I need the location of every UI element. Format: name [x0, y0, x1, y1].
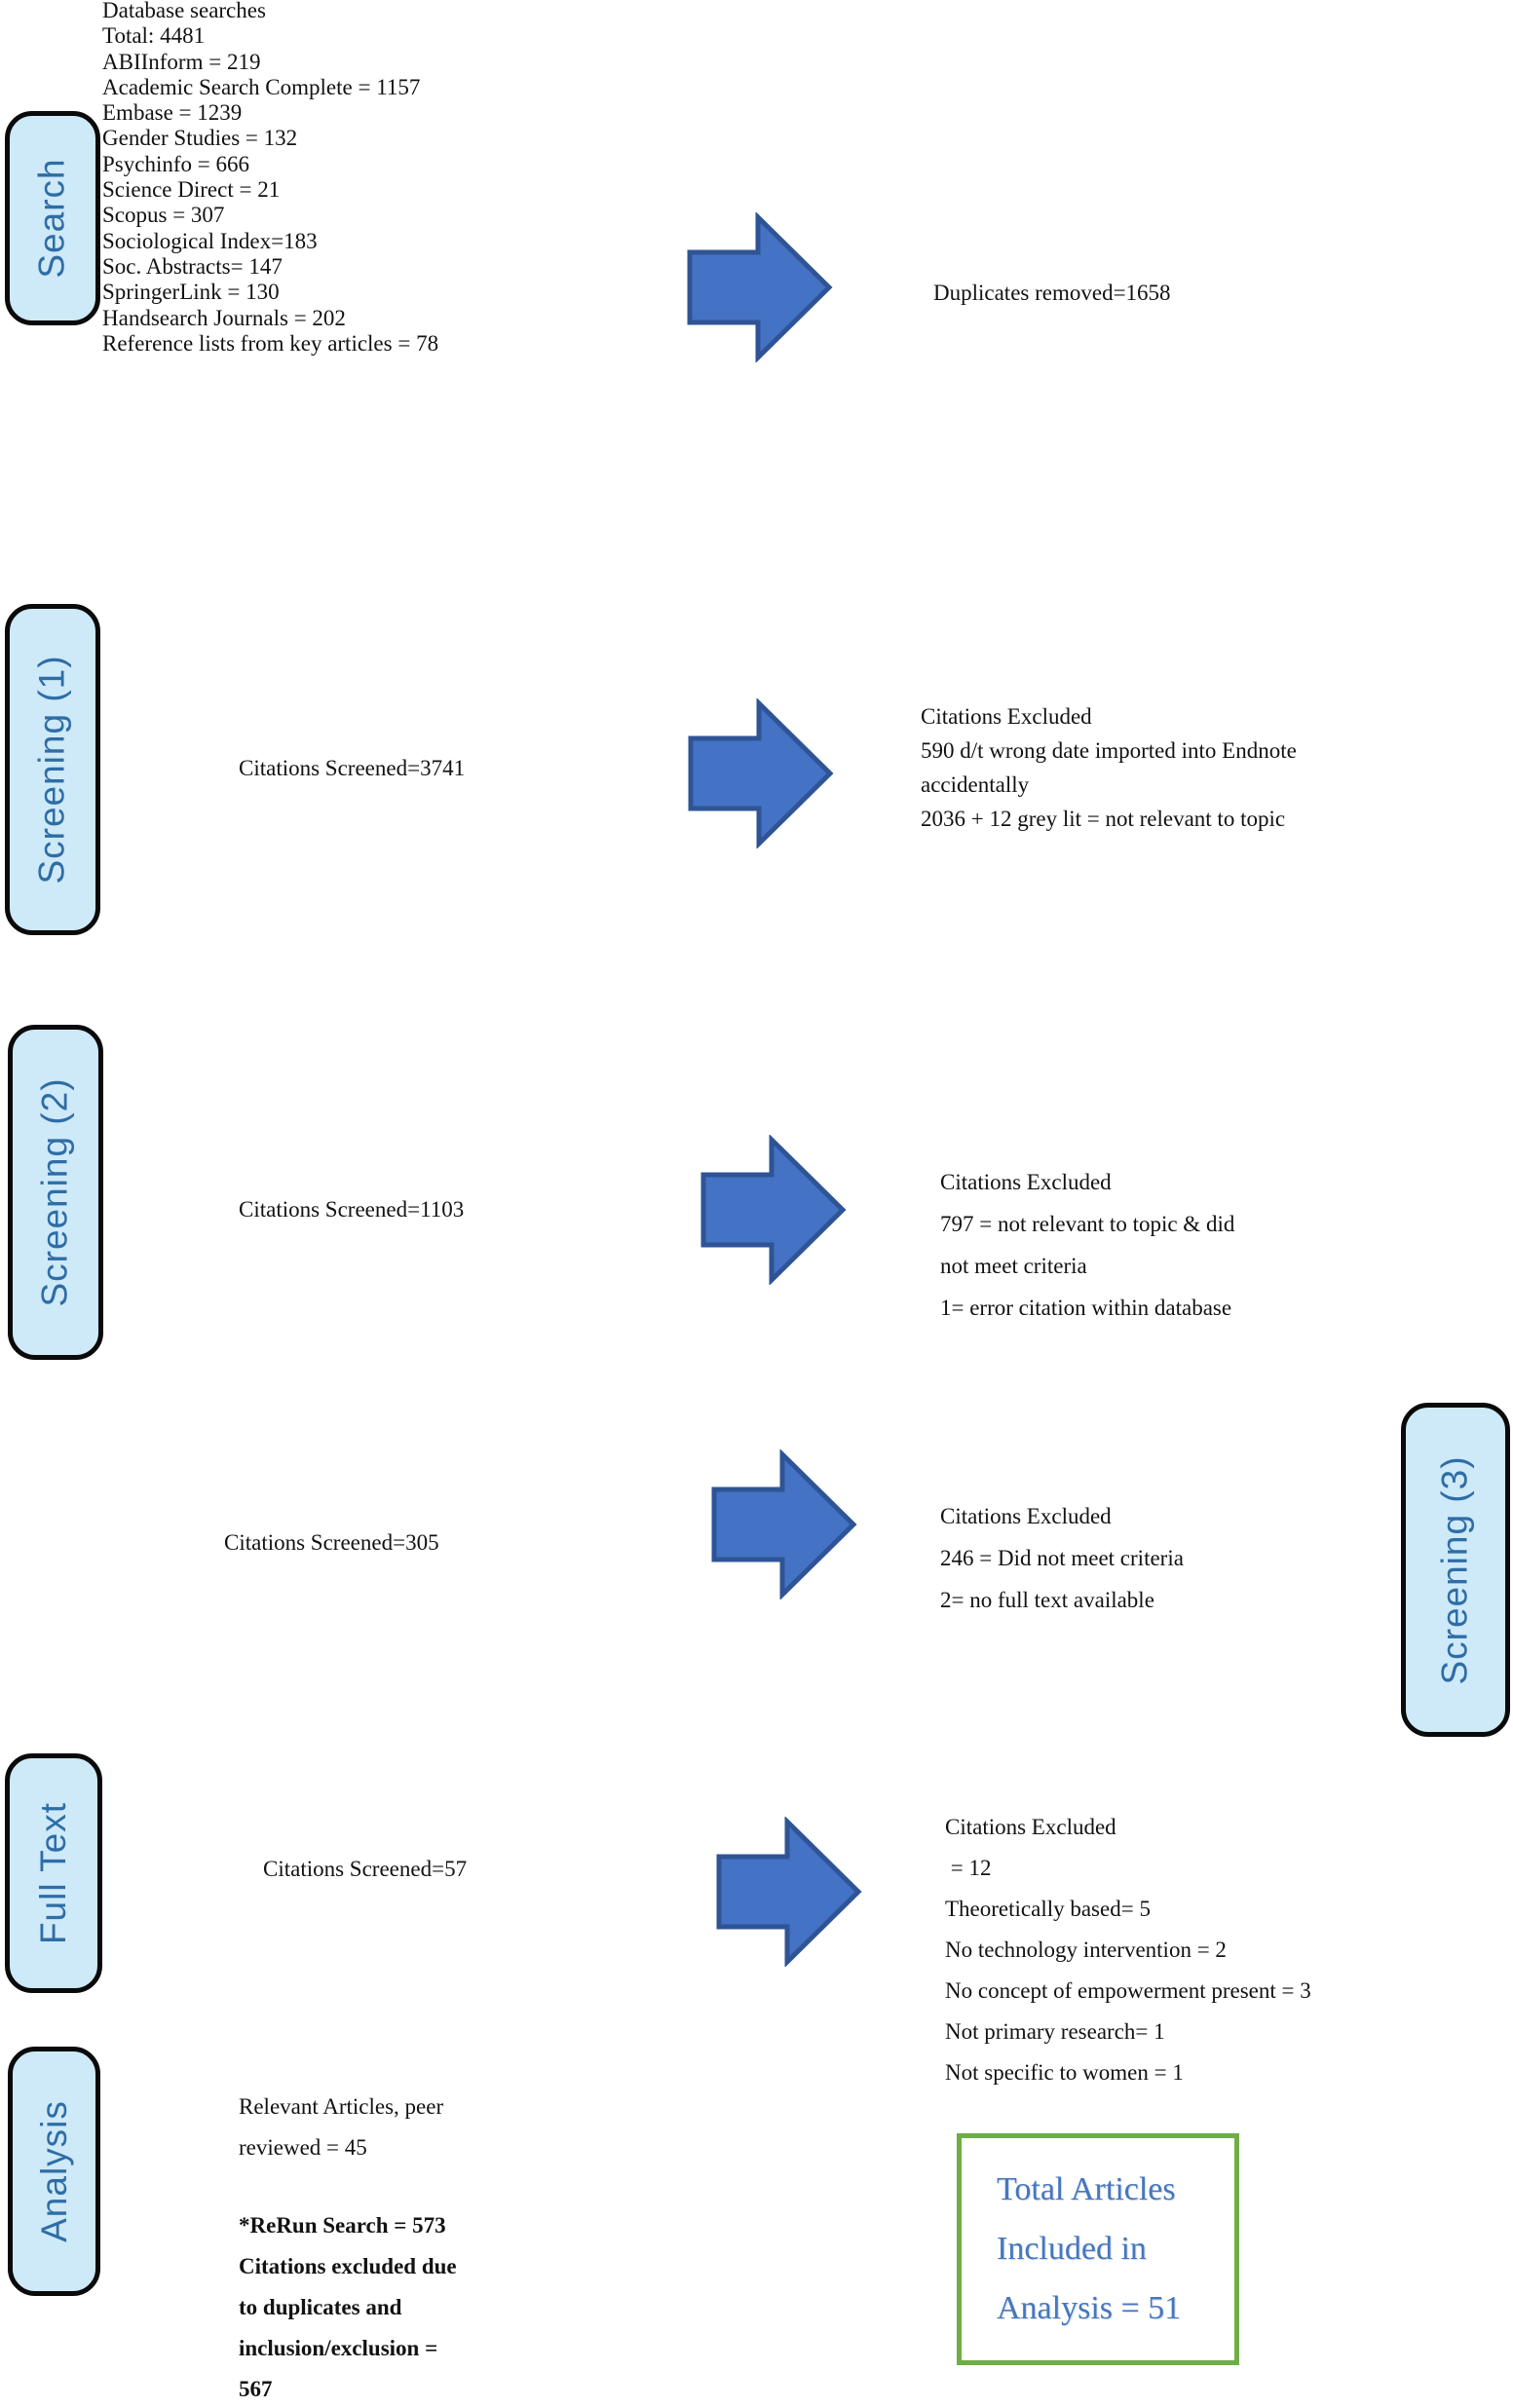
diagram-text-line: Theoretically based= 5	[945, 1897, 1151, 1921]
diagram-text-line: Gender Studies = 132	[102, 126, 298, 151]
diagram-text-line: Citations Excluded	[940, 1170, 1112, 1194]
flow-arrow-right-icon	[687, 212, 833, 362]
flow-arrow-right-icon	[688, 698, 834, 848]
stage-label-analysis: Analysis	[8, 2047, 100, 2296]
diagram-text-line: Reference lists from key articles = 78	[102, 330, 439, 356]
diagram-text-line: No technology intervention = 2	[945, 1938, 1227, 1962]
diagram-text-line: 567	[239, 2377, 273, 2401]
stage-label-full-text: Full Text	[5, 1753, 102, 1993]
diagram-text-line: Citations Excluded	[940, 1504, 1112, 1528]
citations-screened-2-note: Citations Screened=1103	[239, 1197, 465, 1222]
diagram-text-line: Total Articles	[997, 2171, 1176, 2207]
stage-label-screening-2-text: Screening (2)	[35, 1077, 76, 1307]
diagram-text-line: 1= error citation within database	[940, 1296, 1232, 1320]
diagram-text-line: Analysis = 51	[997, 2290, 1182, 2326]
stage-label-search-text: Search	[32, 158, 73, 279]
diagram-text-line: Handsearch Journals = 202	[102, 305, 346, 330]
diagram-text-line: Scopus = 307	[102, 203, 225, 228]
diagram-text-line: 590 d/t wrong date imported into Endnote	[921, 738, 1297, 763]
diagram-text-line: Relevant Articles, peer	[239, 2094, 444, 2119]
diagram-text-line: Not specific to women = 1	[945, 2060, 1184, 2085]
stage-label-analysis-text: Analysis	[33, 2100, 74, 2242]
diagram-text-line: *ReRun Search = 573	[239, 2213, 446, 2238]
relevant-articles-note: Relevant Articles, peer reviewed = 45	[239, 2087, 443, 2168]
stage-label-screening-2: Screening (2)	[8, 1025, 103, 1360]
citations-screened-3-note: Citations Screened=305	[224, 1530, 439, 1555]
citations-excluded-3-block: Citations Excluded 246 = Did not meet cri…	[940, 1495, 1184, 1621]
citations-excluded-full-text-block: Citations Excluded = 12 Theoretically bas…	[945, 1807, 1311, 2093]
diagram-text-line: inclusion/exclusion =	[239, 2336, 438, 2360]
stage-label-screening-1: Screening (1)	[5, 604, 100, 935]
stage-label-search: Search	[5, 111, 100, 325]
diagram-text-line: 797 = not relevant to topic & did	[940, 1212, 1235, 1236]
diagram-text-line: SpringerLink = 130	[102, 280, 280, 305]
diagram-text-line: accidentally	[921, 772, 1030, 797]
flow-arrow-right-icon	[700, 1135, 847, 1285]
diagram-text-line: = 12	[945, 1856, 992, 1880]
diagram-text-line: 2036 + 12 grey lit = not relevant to top…	[921, 807, 1286, 831]
diagram-text-line: Psychinfo = 666	[102, 151, 249, 176]
diagram-text-line: 2= no full text available	[940, 1588, 1154, 1612]
diagram-text-line: 246 = Did not meet criteria	[940, 1546, 1184, 1570]
citations-excluded-1-block: Citations Excluded 590 d/t wrong date imp…	[921, 699, 1297, 836]
diagram-text-line: Citations Excluded	[921, 704, 1092, 729]
diagram-text-line: to duplicates and	[239, 2295, 402, 2319]
diagram-text-line: Total: 4481	[102, 23, 206, 49]
citations-screened-1-note: Citations Screened=3741	[239, 756, 466, 780]
diagram-text-line: No concept of empowerment present = 3	[945, 1978, 1311, 2003]
diagram-text-line: Academic Search Complete = 1157	[102, 74, 421, 99]
flow-arrow-right-icon	[711, 1449, 857, 1599]
diagram-text-line: Sociological Index=183	[102, 228, 318, 253]
diagram-text-line: Database searches	[102, 0, 266, 22]
stage-label-screening-3: Screening (3)	[1401, 1403, 1510, 1737]
diagram-text-line: ABIInform = 219	[102, 49, 261, 74]
diagram-text-line: reviewed = 45	[239, 2135, 367, 2160]
diagram-text-line: Embase = 1239	[102, 100, 243, 126]
citations-excluded-2-block: Citations Excluded 797 = not relevant to …	[940, 1161, 1234, 1329]
stage-label-screening-3-text: Screening (3)	[1435, 1454, 1476, 1685]
duplicates-removed-note: Duplicates removed=1658	[933, 281, 1171, 305]
diagram-text-line: Citations excluded due	[239, 2254, 457, 2278]
stage-label-full-text-text: Full Text	[33, 1801, 73, 1945]
diagram-text-line: not meet criteria	[940, 1254, 1087, 1278]
diagram-text-line: Soc. Abstracts= 147	[102, 253, 283, 279]
diagram-text-line: Included in	[997, 2231, 1147, 2267]
citations-screened-full-text-note: Citations Screened=57	[263, 1857, 468, 1881]
diagram-text-line: Citations Excluded	[945, 1815, 1116, 1839]
stage-label-screening-1-text: Screening (1)	[32, 655, 73, 884]
diagram-text-line: Not primary research= 1	[945, 2019, 1165, 2044]
diagram-text-line: Science Direct = 21	[102, 177, 281, 203]
flow-arrow-right-icon	[716, 1817, 862, 1967]
